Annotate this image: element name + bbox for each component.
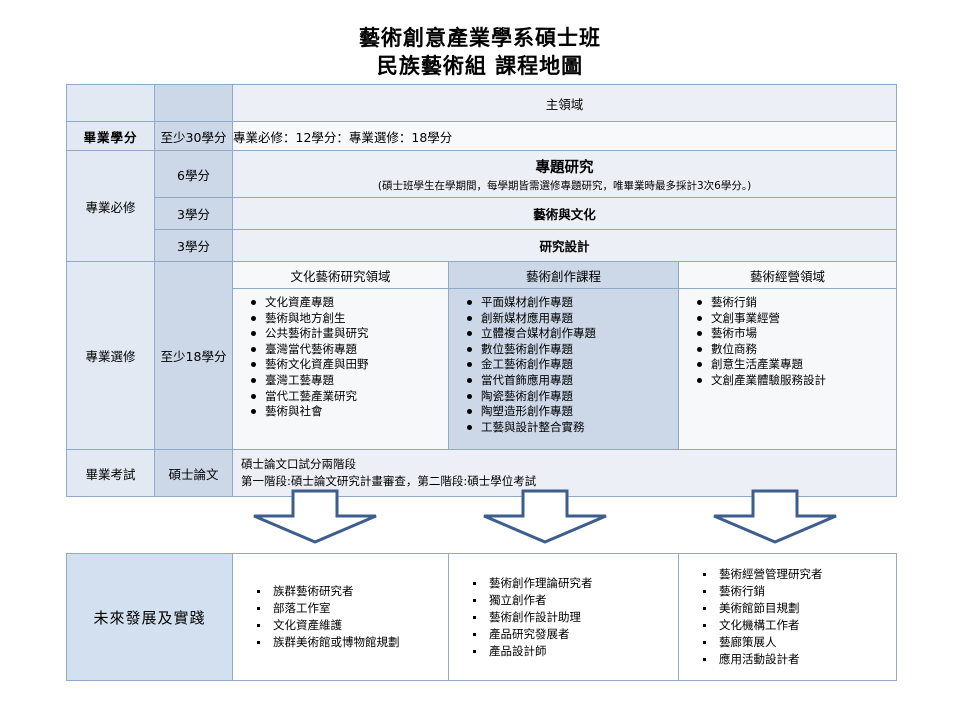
list-item: 藝術創作設計助理 [473,609,674,626]
future-list-2: 藝術創作理論研究者 獨立創作者 藝術創作設計助理 產品研究發展者 產品設計師 [449,563,678,672]
list-item: 文化資產維護 [257,617,444,634]
list-item: 藝術與地方創生 [251,311,444,327]
list-item: 藝廊策展人 [703,634,892,651]
elective-course-list-1: 文化資產專題 藝術與地方創生 公共藝術計畫與研究 臺灣當代藝術專題 藝術文化資產… [233,289,448,426]
graduation-credits-value: 至少30學分 [154,121,233,151]
future-list-3: 藝術經營管理研究者 藝術行銷 美術館節目規劃 文化機構工作者 藝廊策展人 應用活… [679,554,896,680]
domain-header-spacer-1 [66,84,155,122]
table-row-graduation-credits: 畢業學分 至少30學分 專業必修：12學分：專業選修：18學分 [66,121,898,151]
list-item: 文創產業體驗服務設計 [697,373,892,389]
required-label: 專業必修 [66,150,155,262]
list-item: 產品研究發展者 [473,626,674,643]
list-item: 公共藝術計畫與研究 [251,326,444,342]
table-row-elective-headers: 專業選修 至少18學分 文化藝術研究領域 藝術創作課程 藝術經營領域 [66,261,898,450]
table-row-domain-header: 主領域 [66,84,898,122]
elective-credits: 至少18學分 [154,261,233,450]
required-course-name-1: 專題研究 [535,160,594,176]
table-row-exam: 畢業考試 碩士論文 碩士論文口試分兩階段 第一階段:碩士論文研究計畫審查，第二階… [66,449,898,497]
list-item: 族群美術館或博物館規劃 [257,634,444,651]
list-item: 族群藝術研究者 [257,583,444,600]
list-item: 文化機構工作者 [703,617,892,634]
graduation-credits-content: 專業必修：12學分：專業選修：18學分 [231,121,898,151]
list-item: 金工藝術創作專題 [467,357,674,373]
list-item: 臺灣工藝專題 [251,373,444,389]
required-course-name-3: 研究設計 [231,229,898,262]
table-row-required-3: 3學分 研究設計 [67,229,898,262]
list-item: 文創事業經營 [697,311,892,327]
exam-line-2: 第一階段:碩士論文研究計畫審查，第二階段:碩士學位考試 [241,474,537,488]
list-item: 臺灣當代藝術專題 [251,342,444,358]
exam-line-1: 碩士論文口試分兩階段 [241,457,356,471]
list-item: 產品設計師 [473,643,674,660]
list-item: 創新媒材應用專題 [467,311,674,327]
list-item: 當代工藝產業研究 [251,389,444,405]
page-title-line-2: 民族藝術組 課程地圖 [376,54,584,78]
required-credits-2: 3學分 [154,197,233,230]
list-item: 美術館節目規劃 [703,600,892,617]
arrow-down-icon [710,489,840,544]
list-item: 藝術行銷 [703,583,892,600]
list-item: 立體複合媒材創作專題 [467,326,674,342]
table-row-required-1: 專業必修 6學分 專題研究 (碩士班學生在學期間，每學期皆需選修專題研究，唯畢業… [66,150,898,262]
list-item: 藝術市場 [697,326,892,342]
future-column-2: 藝術創作理論研究者 獨立創作者 藝術創作設計助理 產品研究發展者 產品設計師 [448,553,679,681]
required-course-cell-1: 專題研究 (碩士班學生在學期間，每學期皆需選修專題研究，唯畢業時最多採計3次6學… [231,150,898,198]
arrow-down-icon [250,489,380,544]
elective-course-cell-3: 藝術行銷 文創事業經營 藝術市場 數位商務 創意生活產業專題 文創產業體驗服務設… [677,288,898,450]
list-item: 應用活動設計者 [703,651,892,668]
list-item: 數位藝術創作專題 [467,342,674,358]
elective-column-header-2: 藝術創作課程 [448,261,679,289]
table-row-future: 未來發展及實踐 族群藝術研究者 部落工作室 文化資產維護 族群美術館或博物館規劃… [66,553,897,681]
graduation-credits-label: 畢業學分 [66,121,155,151]
list-item: 藝術與社會 [251,404,444,420]
page-title: 藝術創意產業學系碩士班 民族藝術組 課程地圖 [0,24,960,80]
exam-content-cell: 碩士論文口試分兩階段 第一階段:碩士論文研究計畫審查，第二階段:碩士學位考試 [231,449,898,497]
required-course-name-2: 藝術與文化 [231,197,898,230]
elective-course-list-3: 藝術行銷 文創事業經營 藝術市場 數位商務 創意生活產業專題 文創產業體驗服務設… [679,289,896,395]
table-row-required-2: 3學分 藝術與文化 [67,197,898,230]
future-column-1: 族群藝術研究者 部落工作室 文化資產維護 族群美術館或博物館規劃 [232,553,449,681]
exam-label: 畢業考試 [66,449,155,497]
list-item: 藝術經營管理研究者 [703,566,892,583]
table-row-elective-courses: 文化資產專題 藝術與地方創生 公共藝術計畫與研究 臺灣當代藝術專題 藝術文化資產… [67,288,898,450]
list-item: 部落工作室 [257,600,444,617]
required-course-note-1: (碩士班學生在學期間，每學期皆需選修專題研究，唯畢業時最多採計3次6學分。) [377,180,752,192]
list-item: 陶塑造形創作專題 [467,404,674,420]
list-item: 藝術創作理論研究者 [473,575,674,592]
list-item: 陶瓷藝術創作專題 [467,389,674,405]
page-title-line-1: 藝術創意產業學系碩士班 [359,26,601,50]
future-development-label: 未來發展及實踐 [66,553,233,681]
future-column-3: 藝術經營管理研究者 藝術行銷 美術館節目規劃 文化機構工作者 藝廊策展人 應用活… [678,553,897,681]
list-item: 藝術文化資產與田野 [251,357,444,373]
future-list-1: 族群藝術研究者 部落工作室 文化資產維護 族群美術館或博物館規劃 [233,571,448,663]
list-item: 平面媒材創作專題 [467,295,674,311]
elective-course-cell-1: 文化資產專題 藝術與地方創生 公共藝術計畫與研究 臺灣當代藝術專題 藝術文化資產… [232,288,449,450]
elective-course-cell-2: 平面媒材創作專題 創新媒材應用專題 立體複合媒材創作專題 數位藝術創作專題 金工… [448,288,679,450]
list-item: 當代首飾應用專題 [467,373,674,389]
list-item: 工藝與設計整合實務 [467,420,674,436]
elective-course-list-2: 平面媒材創作專題 創新媒材應用專題 立體複合媒材創作專題 數位藝術創作專題 金工… [449,289,678,441]
curriculum-table: 主領域 畢業學分 至少30學分 專業必修：12學分：專業選修：18學分 專業必修… [66,84,898,497]
elective-column-header-3: 藝術經營領域 [677,261,898,289]
list-item: 數位商務 [697,342,892,358]
exam-content: 碩士論文口試分兩階段 第一階段:碩士論文研究計畫審查，第二階段:碩士學位考試 [233,450,896,496]
list-item: 創意生活產業專題 [697,357,892,373]
list-item: 獨立創作者 [473,592,674,609]
future-development-table: 未來發展及實踐 族群藝術研究者 部落工作室 文化資產維護 族群美術館或博物館規劃… [66,553,897,681]
required-credits-3: 3學分 [154,229,233,262]
list-item: 藝術行銷 [697,295,892,311]
arrow-down-icon [480,489,610,544]
elective-column-header-1: 文化藝術研究領域 [232,261,449,289]
list-item: 文化資產專題 [251,295,444,311]
elective-label: 專業選修 [66,261,155,450]
domain-header-label: 主領域 [231,84,898,122]
required-credits-1: 6學分 [154,150,233,198]
exam-type: 碩士論文 [154,449,233,497]
domain-header-spacer-2 [154,84,233,122]
